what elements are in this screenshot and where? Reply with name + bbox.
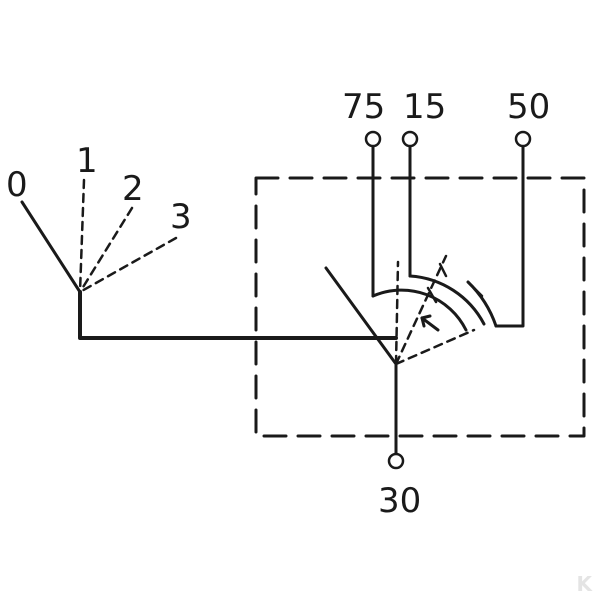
contact-tick-3 [472,286,484,298]
terminal-label-75: 75 [342,87,385,127]
contact-tick-1 [438,262,448,278]
terminal-label-30: 30 [378,481,421,521]
terminal-label-50: 50 [507,87,550,127]
position-label-2: 2 [122,169,144,209]
rotation-arrow-line [420,316,440,332]
contact-arc-50 [466,280,498,328]
terminal-15-circle [401,130,419,148]
terminal-30-circle [387,452,405,470]
contact-tick-2 [426,286,438,304]
rotation-arrow-head [420,314,432,328]
switch-blade [324,266,398,366]
terminal-75-circle [364,130,382,148]
position-label-0: 0 [6,165,28,205]
switch-blade-position-1 [394,260,400,366]
terminal-50-lead [494,144,525,328]
contact-arc-75 [371,288,468,332]
switch-blade-position-2 [394,254,448,366]
position-label-3: 3 [170,197,192,237]
lever-position-1-line [78,178,86,294]
terminal-50-circle [514,130,532,148]
lever-position-2-line [78,206,134,294]
lever-position-0-line [20,200,82,294]
watermark-logo: K [576,572,593,596]
switch-blade-position-3 [394,328,476,366]
position-label-1: 1 [76,141,98,181]
switch-housing-box [254,176,586,438]
terminal-label-15: 15 [403,87,446,127]
lever-position-3-line [78,236,178,294]
linkage-rod [78,290,398,340]
contact-arc-15 [408,274,486,326]
